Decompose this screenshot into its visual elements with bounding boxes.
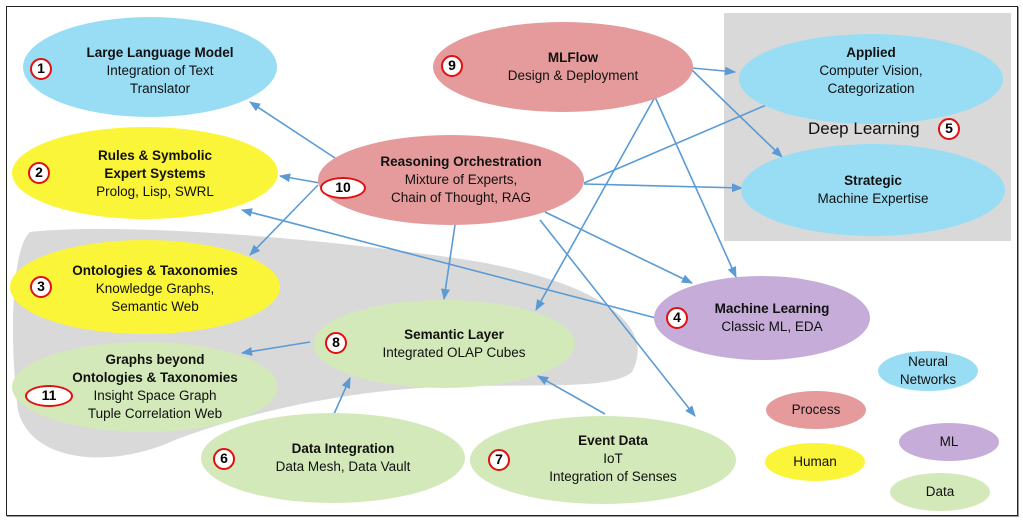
legend-swatch-human [765, 443, 865, 481]
node-subtitle: Integrated OLAP Cubes [382, 345, 526, 360]
node-subtitle: Classic ML, EDA [721, 319, 823, 334]
legend-swatch-process [766, 391, 866, 429]
node-n3-ellipse [10, 240, 280, 334]
number-badge-9: 9 [441, 55, 463, 77]
edge-n6-to-n8 [333, 376, 351, 415]
node-title: Reasoning Orchestration [380, 154, 542, 169]
number-badge-3: 3 [30, 276, 52, 298]
node-n5b-ellipse [741, 144, 1005, 236]
node-subtitle: Knowledge Graphs, [95, 281, 215, 296]
node-title: Applied [846, 45, 896, 60]
node-title: Ontologies & Taxonomies [72, 263, 238, 278]
edge-n9-to-n5b [691, 69, 783, 158]
node-subtitle: Integration of Senses [549, 469, 677, 484]
node-title: Event Data [578, 433, 648, 448]
edge-n9-to-n4 [654, 96, 737, 279]
node-n7-ellipse [470, 416, 736, 504]
number-badge-11: 11 [25, 385, 73, 407]
legend-label-human: Human [793, 454, 837, 469]
legend-label-neural_networks: Neural Networks [899, 354, 957, 387]
node-title: Strategic [844, 173, 902, 188]
node-subtitle: Computer Vision, [819, 63, 923, 78]
node-subtitle: Design & Deployment [507, 68, 639, 83]
number-badge-10: 10 [320, 177, 366, 199]
number-badge-1: 1 [30, 58, 52, 80]
node-n10-ellipse [318, 135, 584, 225]
edge-n10-to-n2 [278, 173, 321, 184]
edge-n10-to-n5a [583, 99, 780, 184]
node-subtitle: Machine Expertise [817, 191, 929, 206]
node-subtitle: Translator [129, 81, 191, 96]
node-n9-ellipse [433, 22, 693, 112]
legend-swatch-ml [899, 423, 999, 461]
legend-label-process: Process [791, 402, 841, 417]
node-subtitle: Tuple Correlation Web [87, 406, 223, 421]
edge-n7-to-n8 [537, 375, 606, 415]
deep-learning-label: Deep Learning [808, 119, 920, 138]
node-subtitle: Prolog, Lisp, SWRL [96, 184, 214, 199]
node-n4-ellipse [654, 276, 870, 360]
legend-swatch-neural_networks [878, 351, 978, 391]
node-title: Large Language Model [86, 45, 234, 60]
edge-n10-to-n8 [441, 224, 456, 301]
node-n6-ellipse [201, 413, 465, 503]
number-badge-2: 2 [28, 162, 50, 184]
node-n5a-ellipse [739, 34, 1003, 124]
legend-label-data: Data [925, 484, 955, 499]
edge-n4-to-n2 [240, 208, 657, 319]
edge-n9-to-n5a [691, 66, 737, 76]
edge-n10-to-n4 [544, 211, 694, 284]
node-title: MLFlow [547, 50, 599, 65]
edge-n10-to-n5b [583, 183, 744, 193]
node-subtitle: Chain of Thought, RAG [390, 190, 532, 205]
node-subtitle: Data Mesh, Data Vault [275, 459, 411, 474]
node-subtitle: Mixture of Experts, [404, 172, 518, 187]
number-badge-7: 7 [488, 449, 510, 471]
legend-label-ml: ML [939, 434, 959, 449]
node-subtitle: Insight Space Graph [93, 388, 217, 403]
node-n8-ellipse [313, 300, 575, 388]
node-n11-ellipse [12, 342, 278, 432]
node-subtitle: IoT [603, 451, 623, 466]
node-subtitle: Categorization [827, 81, 915, 96]
node-title: Data Integration [291, 441, 395, 456]
edge-n9-to-n8 [535, 96, 656, 311]
node-subtitle: Semantic Web [111, 299, 199, 314]
node-n2-ellipse [12, 127, 278, 219]
number-badge-8: 8 [325, 332, 347, 354]
edge-n10-to-n7 [539, 219, 696, 417]
node-title: Graphs beyond [105, 352, 205, 367]
edge-n10-to-n1 [249, 101, 339, 161]
node-n1-ellipse [23, 17, 277, 117]
node-title: Machine Learning [714, 301, 830, 316]
node-title: Rules & Symbolic [97, 148, 213, 163]
node-title: Semantic Layer [404, 327, 504, 342]
node-title-line2: Expert Systems [104, 166, 206, 181]
edge-n8-to-n11 [240, 341, 311, 356]
number-badge-5: 5 [938, 118, 960, 140]
legend-swatch-data [890, 473, 990, 511]
number-badge-4: 4 [666, 307, 688, 329]
node-title-line2: Ontologies & Taxonomies [72, 370, 238, 385]
edge-n10-to-n3 [249, 184, 319, 256]
number-badge-6: 6 [213, 448, 235, 470]
node-subtitle: Integration of Text [106, 63, 214, 78]
